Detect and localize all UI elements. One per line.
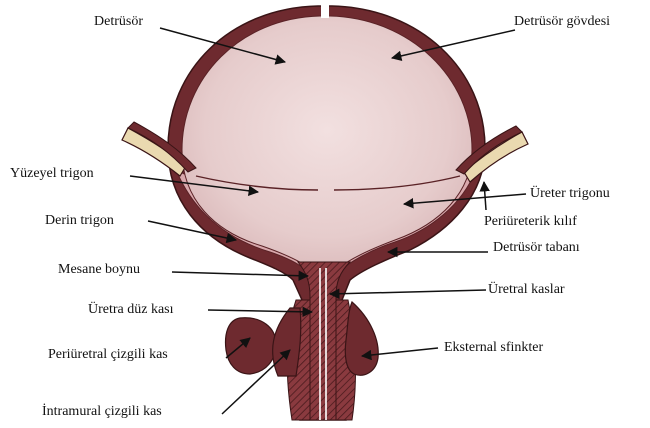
- left-striated-lobe: [273, 308, 301, 376]
- label-periureteric-sheath: Periüreterik kılıf: [484, 214, 577, 230]
- label-bladder-neck: Mesane boynu: [58, 262, 140, 278]
- label-periurethral-striated-muscle: Periüretral çizgili kas: [48, 347, 168, 363]
- label-external-sphincter: Eksternal sfinkter: [444, 340, 543, 356]
- label-detrusor-base: Detrüsör tabanı: [493, 240, 580, 256]
- bladder-top-notch: [321, 4, 329, 18]
- arrow-urethral-muscles: [330, 290, 486, 294]
- label-detrusor-body: Detrüsör gövdesi: [514, 14, 610, 30]
- label-urethral-muscles: Üretral kaslar: [488, 282, 565, 298]
- label-ureteral-trigone: Üreter trigonu: [530, 186, 610, 202]
- arrow-periureteric-sheath: [484, 182, 486, 210]
- label-urethral-smooth-muscle: Üretra düz kası: [88, 302, 174, 318]
- label-intramural-striated-muscle: İntramural çizgili kas: [42, 404, 162, 420]
- external-sphincter-muscle: [345, 302, 378, 375]
- label-detrusor: Detrüsör: [94, 14, 143, 30]
- label-deep-trigone: Derin trigon: [45, 213, 114, 229]
- periurethral-striated-muscle: [226, 318, 276, 374]
- label-superficial-trigone: Yüzeyel trigon: [10, 166, 94, 182]
